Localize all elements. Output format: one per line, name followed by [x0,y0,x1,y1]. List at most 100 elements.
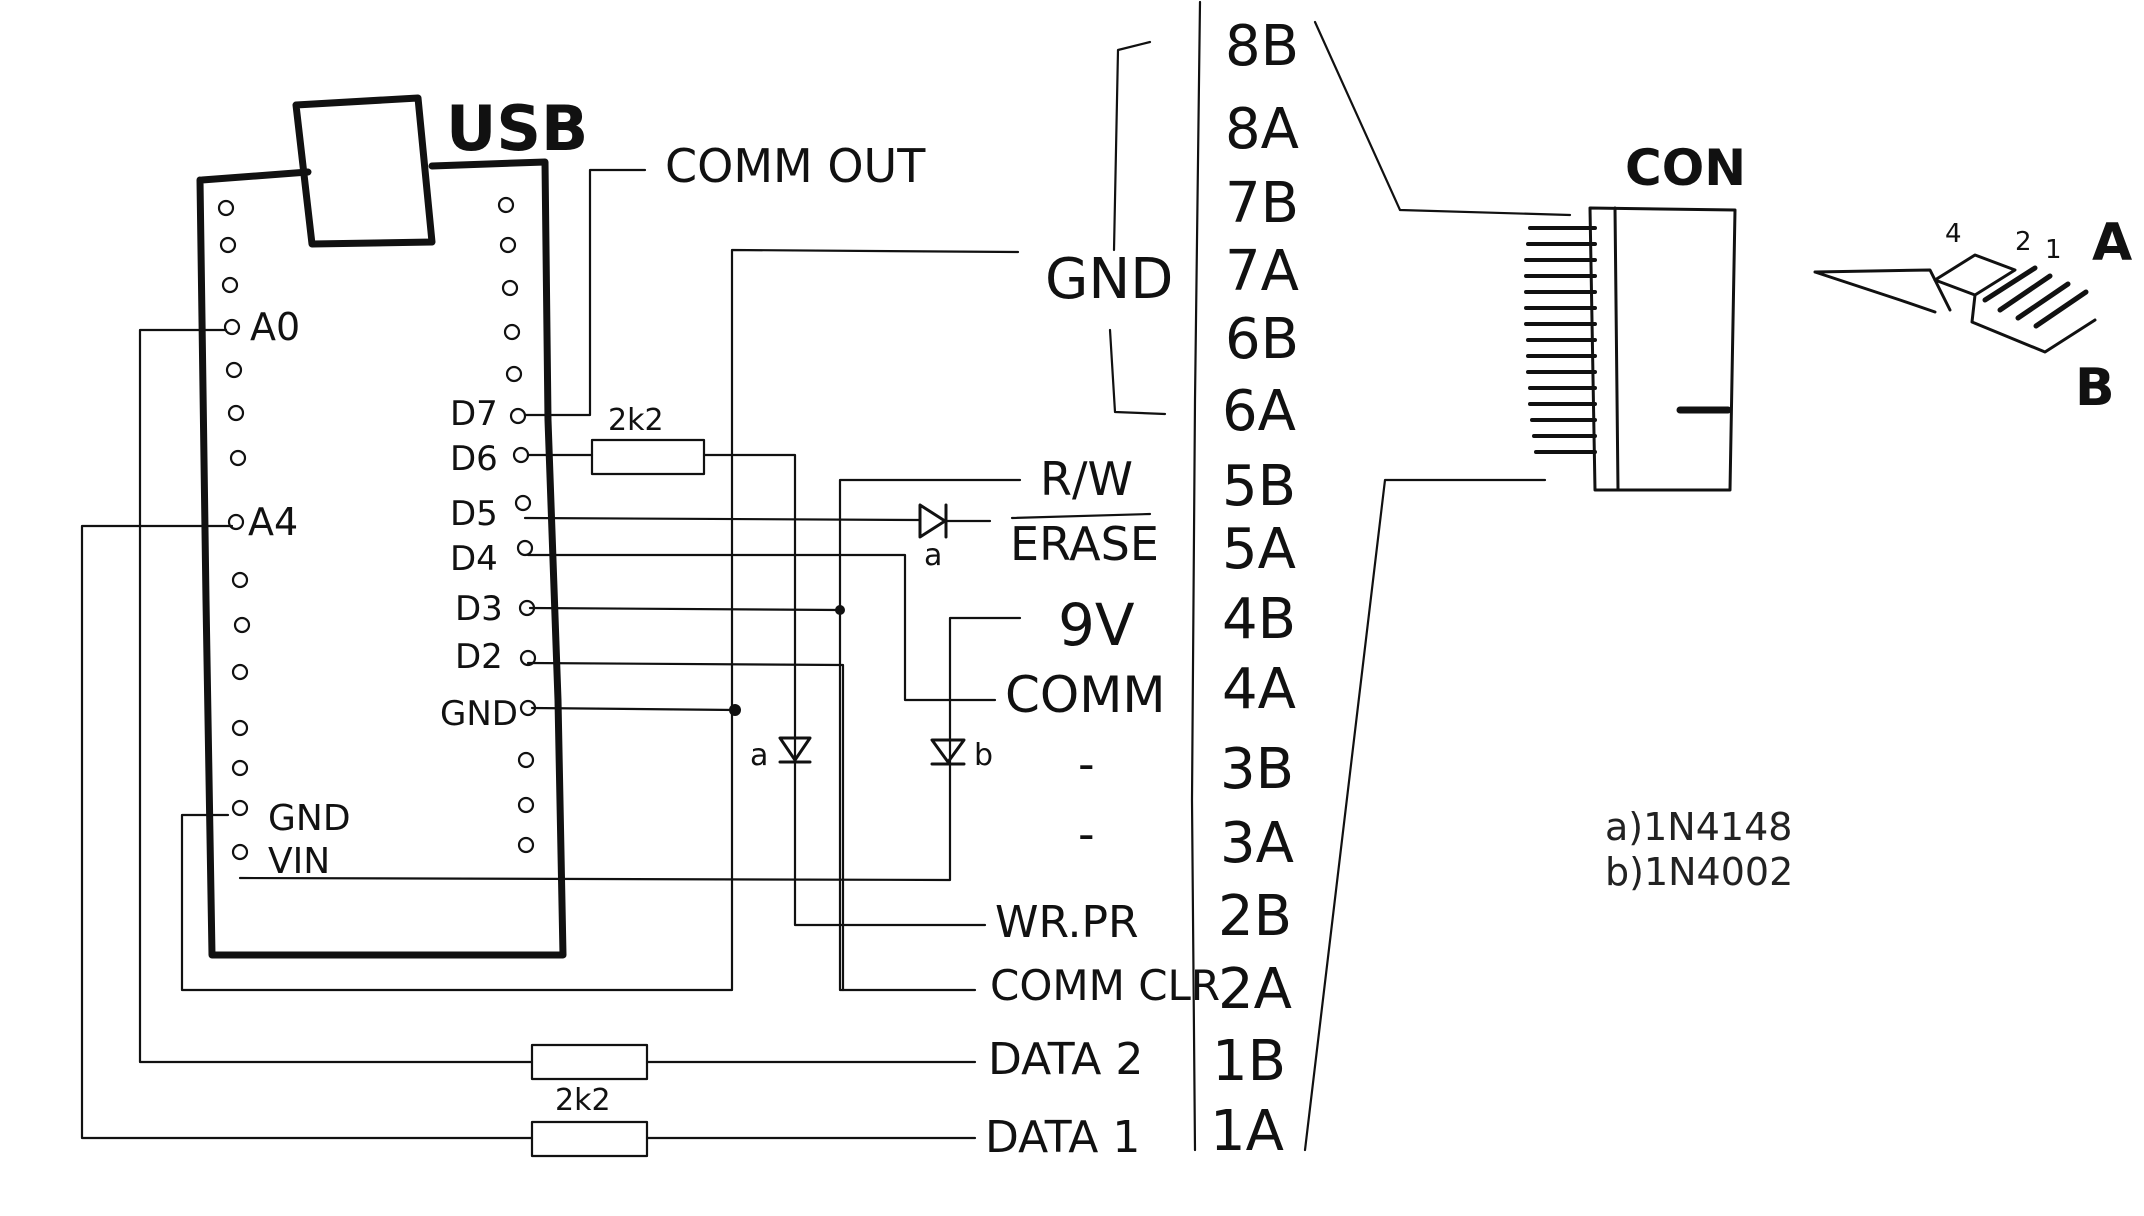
9v-label: 9V [1058,591,1135,659]
data2-wire [138,328,534,1064]
diode-notes: a)1N4148 b)1N4002 [1605,805,1793,894]
note-diode-a: a)1N4148 [1605,805,1792,849]
gnd-net: GND [180,40,1173,992]
rw-label: R/W [1040,452,1133,506]
right-header-pins [497,196,537,854]
commclr-wire [838,608,977,992]
ribbon-cable [1303,20,1572,1152]
connector-label: CON [1625,139,1746,197]
comm-out-label: COMM OUT [665,139,926,193]
pin-d6-label: D6 [450,439,498,479]
erase-overbar [1010,512,1152,520]
wrpr-label: WR.PR [995,897,1139,948]
data1-wire [80,524,534,1140]
resistor-top [590,438,706,476]
pinout-side-a: A [2092,213,2132,273]
vin-net: b 9V [238,591,1135,882]
pin-a0-label: A0 [250,305,300,349]
diode-a1-label: a [924,538,942,573]
d2-wire [526,661,845,992]
comm-net: COMM [526,553,1166,724]
pin-a4-label: A4 [248,500,298,544]
pinout-sketch: 4 2 1 A B [1813,213,2132,418]
erase-label: ERASE [1010,517,1159,571]
rw-junction [835,605,845,615]
connector-body: CON [1524,139,1746,492]
pin-8a: 8A [1225,97,1299,162]
usb-connector-shape [292,94,436,248]
comm-out-wire [523,168,647,417]
pinout-num-1: 1 [2045,235,2062,265]
gnd-wire-board [530,706,737,712]
pin-4a: 4A [1222,657,1296,722]
wrpr-wire [702,453,987,927]
pin-7a: 7A [1225,239,1299,304]
comm-label: COMM [1005,666,1166,724]
pin-d2-label: D2 [455,637,503,677]
data2-label: DATA 2 [988,1034,1143,1085]
resistor-top-value: 2k2 [608,403,664,438]
pinout-num-4: 4 [1945,219,1962,249]
pinout-cable [1813,268,1952,314]
diode-a2-symbol [778,736,812,764]
data2-net: DATA 2 [138,328,1143,1085]
pin-d5-label: D5 [450,494,498,534]
connector-pin-column: 8B 8A 7B 7A 6B 6A 5B 5A 4B 4A 3B 3A 2B 2… [1190,0,1299,1164]
pin-4b: 4B [1222,587,1296,652]
pin-3a: 3A [1220,811,1294,876]
pin-5a: 5A [1222,517,1296,582]
resistor-data2 [530,1043,649,1081]
diode-a1-symbol [918,503,948,539]
pin-d3-label: D3 [455,589,503,629]
pinout-num-2: 2 [2015,227,2032,257]
resistor-bottom-value: 2k2 [555,1083,611,1118]
diode-b-symbol [930,738,966,766]
pin-1a: 1A [1210,1099,1284,1164]
pin-2b: 2B [1218,884,1292,949]
note-diode-b: b)1N4002 [1605,850,1793,894]
diode-b-label: b [974,738,993,773]
diode-a2-label: a [750,738,768,773]
data1-label: DATA 1 [985,1112,1140,1163]
commclr-label: COMM CLR [990,961,1220,1010]
pin-8b: 8B [1225,14,1299,79]
pin-vin-label: VIN [268,841,330,882]
d4-wire [526,553,997,702]
d2-net [526,661,845,992]
pinout-side-b: B [2075,358,2115,418]
gnd-wire-top [180,248,1020,992]
microcontroller-board: USB A0 A4 GND VIN D7 D6 D5 D4 D3 D2 GND [196,92,588,959]
pin-gnd-left-label: GND [268,798,351,839]
pin-d7-label: D7 [450,394,498,434]
d5-wire [523,516,922,522]
pin-5b: 5B [1222,454,1296,519]
pin-gnd-right-label: GND [440,694,518,734]
pin-3b: 3B [1220,737,1294,802]
pin-1b: 1B [1212,1029,1286,1094]
pinout-pins [1982,265,2089,329]
comm-out-net: COMM OUT [523,139,926,417]
ribbon-edge-top [1313,20,1572,217]
usb-label: USB [446,92,588,165]
erase-net: a ERASE [523,503,1159,573]
pin-d4-label: D4 [450,539,498,579]
connector-fins [1524,226,1597,454]
data1-net: 2k2 DATA 1 [80,524,1140,1163]
gnd-label: GND [1045,247,1173,312]
rw-net: R/W COMM CLR [528,452,1220,1010]
pin-column-divider [1190,0,1202,1152]
pin-6a: 6A [1222,379,1296,444]
resistor-data1 [530,1120,649,1158]
dash-3b-label: - [1078,737,1095,791]
left-header-pins [217,199,251,861]
pin-6b: 6B [1225,307,1299,372]
rw-wire [528,478,1022,612]
connector-outline [1588,206,1737,492]
gnd-junction [729,704,741,716]
gnd-bracket [1108,40,1167,416]
pin-2a: 2A [1218,957,1292,1022]
pinout-header [1933,253,2097,354]
pin-7b: 7B [1225,171,1299,236]
9v-wire [238,616,1022,882]
